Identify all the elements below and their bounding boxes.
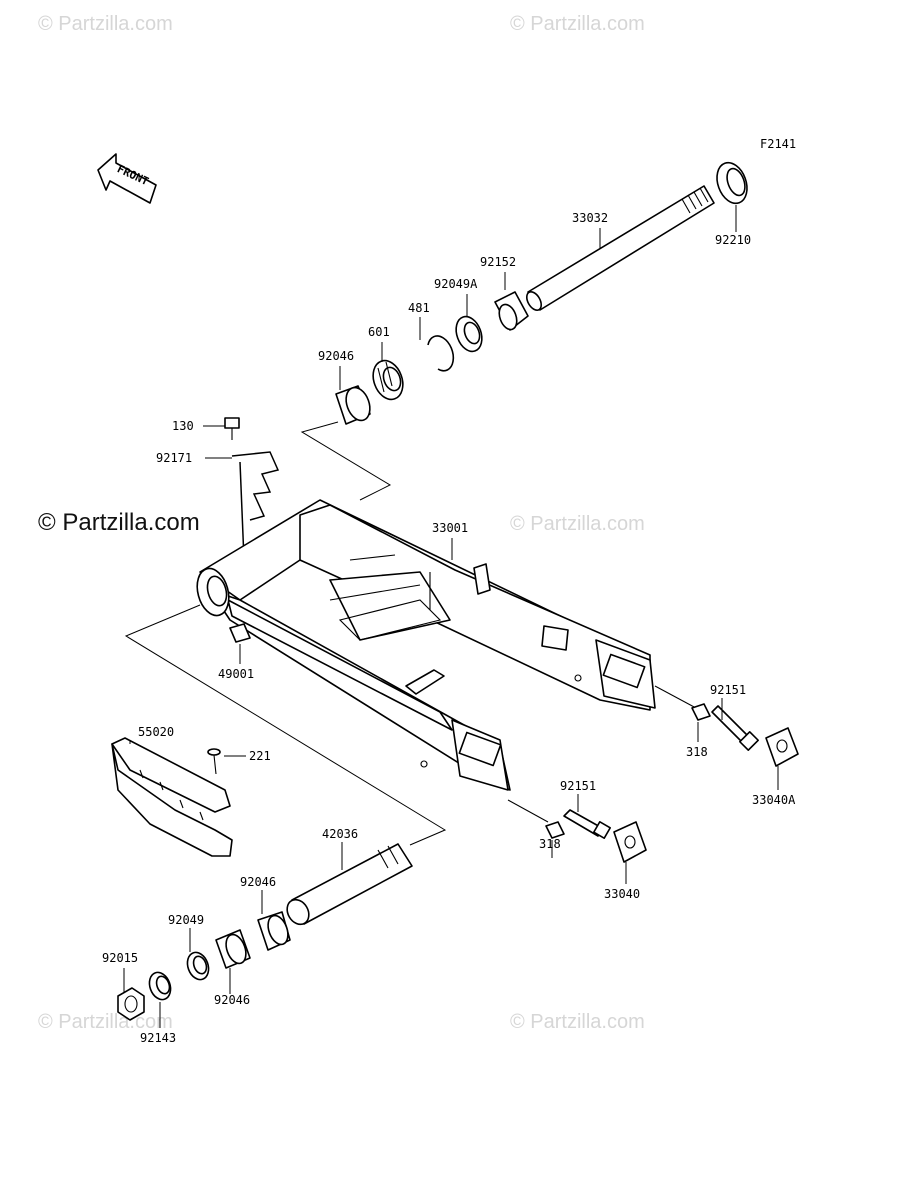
part-label-92152: 92152 <box>480 255 516 269</box>
needle-bearing-mid <box>257 911 291 951</box>
watermark: © Partzilla.com <box>510 513 645 535</box>
needle-bearing-top <box>335 385 371 425</box>
watermark: © Partzilla.com <box>38 1011 173 1033</box>
clamp-92171 <box>231 451 280 561</box>
part-label-92151-right: 92151 <box>710 683 746 697</box>
part-label-92046-mid: 92046 <box>240 875 276 889</box>
part-label-92049A: 92049A <box>434 277 478 291</box>
swingarm <box>196 499 656 791</box>
diagram-code: F2141 <box>760 137 796 151</box>
part-label-42036: 42036 <box>322 827 358 841</box>
adjuster-block-right <box>765 727 799 767</box>
circlip-481 <box>427 335 455 372</box>
watermark-main: © Partzilla.com <box>38 509 200 536</box>
part-label-55020: 55020 <box>138 725 174 739</box>
part-label-318-right: 318 <box>686 745 708 759</box>
part-label-92015: 92015 <box>102 951 138 965</box>
seal-92049A <box>455 315 483 353</box>
needle-bearing-low <box>215 929 251 969</box>
part-label-92151-mid: 92151 <box>560 779 596 793</box>
nut-92015 <box>117 987 145 1021</box>
part-label-49001: 49001 <box>218 667 254 681</box>
adjuster-block-mid <box>613 821 647 863</box>
part-label-92049: 92049 <box>168 913 204 927</box>
watermark: © Partzilla.com <box>510 13 645 35</box>
watermark: © Partzilla.com <box>510 1011 645 1033</box>
part-label-92046-low: 92046 <box>214 993 250 1007</box>
part-label-33032: 33032 <box>572 211 608 225</box>
nut-49001 <box>229 623 251 643</box>
part-label-33040: 33040 <box>604 887 640 901</box>
adjust-bolt-mid <box>563 809 611 839</box>
front-arrow-icon: FRONT <box>97 153 157 204</box>
part-label-33040A: 33040A <box>752 793 796 807</box>
chain-guard <box>111 737 233 857</box>
sleeve-42036 <box>286 843 413 926</box>
nut-318-right <box>691 703 711 721</box>
collar-92143 <box>148 971 172 1001</box>
part-label-130: 130 <box>172 419 194 433</box>
part-label-33001: 33001 <box>432 521 468 535</box>
part-label-318-mid: 318 <box>539 837 561 851</box>
part-label-92046-top: 92046 <box>318 349 354 363</box>
part-label-601: 601 <box>368 325 390 339</box>
part-label-481: 481 <box>408 301 430 315</box>
part-label-92143: 92143 <box>140 1031 176 1045</box>
adjust-bolt-right <box>711 705 759 751</box>
bolt-130 <box>224 417 240 440</box>
screw-221 <box>207 748 221 775</box>
part-label-221: 221 <box>249 749 271 763</box>
shaft-nut <box>716 161 748 205</box>
pivot-shaft <box>525 185 715 311</box>
part-label-92171: 92171 <box>156 451 192 465</box>
part-label-92210: 92210 <box>715 233 751 247</box>
collar-92152 <box>494 291 529 331</box>
watermark: © Partzilla.com <box>38 13 173 35</box>
nut-318-mid <box>545 821 565 839</box>
seal-92049 <box>186 951 210 981</box>
bearing-601 <box>372 359 404 401</box>
